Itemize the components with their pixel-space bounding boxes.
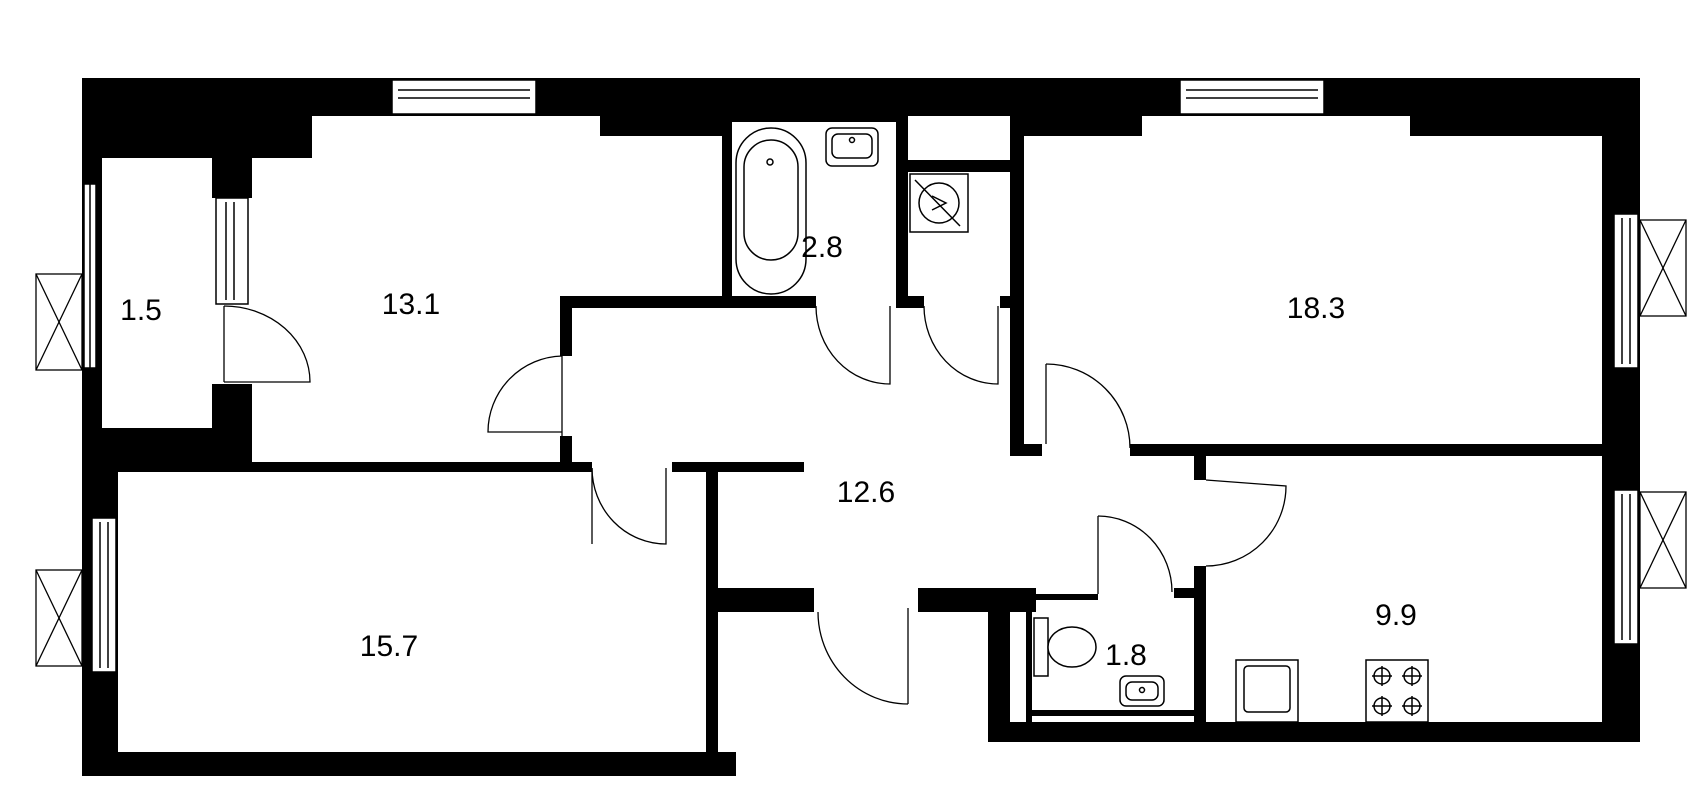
ac-unit-icon [1639, 219, 1687, 317]
area-label-hallway: 12.6 [837, 476, 895, 509]
sink-icon [825, 127, 879, 167]
ac-unit-icon [35, 569, 83, 667]
area-label-living-room: 18.3 [1287, 292, 1345, 325]
door-kitchen [1205, 479, 1287, 567]
window-top-right [1179, 79, 1325, 115]
room-labels: 1.5 13.1 2.8 18.3 12.6 15.7 1.8 9.9 [120, 231, 1417, 672]
window-top-left [391, 79, 537, 115]
window-balcony [83, 183, 97, 369]
windows [83, 79, 1639, 673]
door-toilet [1097, 515, 1173, 594]
door-bedroom-15 [591, 467, 667, 545]
toilet-icon [1033, 617, 1097, 677]
stove-icon [1365, 659, 1429, 723]
door-bathroom [815, 305, 891, 385]
inner-walls [82, 116, 1640, 776]
ac-unit-icon [1639, 491, 1687, 589]
window-balcony-inner [215, 197, 249, 305]
area-label-balcony: 1.5 [120, 294, 162, 327]
water-heater-icon [909, 173, 969, 233]
fixtures [735, 127, 1429, 723]
window-left-lower [91, 517, 117, 673]
area-label-bathroom: 2.8 [801, 231, 843, 264]
door-bedroom-13 [487, 355, 563, 436]
window-right-lower [1613, 489, 1639, 645]
door-bottom [817, 608, 909, 705]
door-balcony [223, 305, 311, 383]
area-label-kitchen: 9.9 [1375, 599, 1417, 632]
toilet-sink-icon [1119, 675, 1165, 707]
area-label-bedroom: 13.1 [382, 288, 440, 321]
door-shaft [923, 305, 999, 385]
ac-units [35, 219, 1687, 667]
door-living-room [1045, 363, 1131, 449]
window-right-upper [1613, 213, 1639, 369]
doors [223, 305, 1287, 705]
bathtub-icon [735, 127, 807, 295]
kitchen-sink-icon [1235, 659, 1299, 723]
ac-unit-icon [35, 273, 83, 371]
area-label-toilet: 1.8 [1105, 639, 1147, 672]
area-label-bedroom-2: 15.7 [360, 630, 418, 663]
